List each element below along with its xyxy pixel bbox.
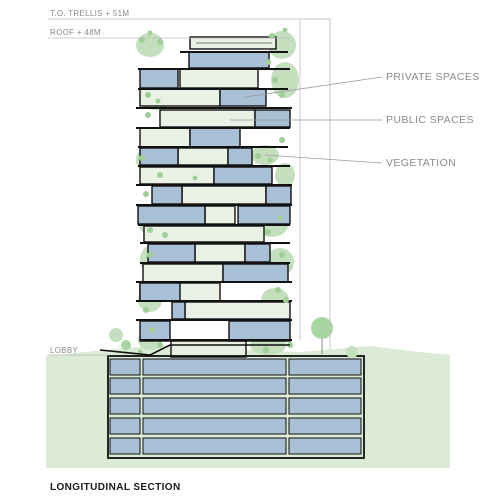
podium-block: [107, 355, 365, 459]
level-lines: [48, 18, 331, 356]
level-label-roof: ROOF + 48M: [50, 28, 101, 37]
level-label-trellis: T.O. TRELLIS + 51M: [50, 9, 129, 18]
callout-leaders: [230, 76, 383, 164]
callout-private-spaces: PRIVATE SPACES: [386, 71, 480, 83]
roof-trellis: [189, 36, 277, 50]
floor-slabs: [136, 51, 292, 341]
lobby-ramp: [99, 344, 290, 356]
base-trees: [109, 317, 358, 358]
diagram-caption: LONGITUDINAL SECTION: [50, 482, 181, 493]
callout-public-spaces: PUBLIC SPACES: [386, 114, 474, 126]
vegetation-dots: [137, 27, 293, 355]
level-label-lobby: LOBBY: [50, 346, 79, 355]
callout-vegetation: VEGETATION: [386, 157, 456, 169]
